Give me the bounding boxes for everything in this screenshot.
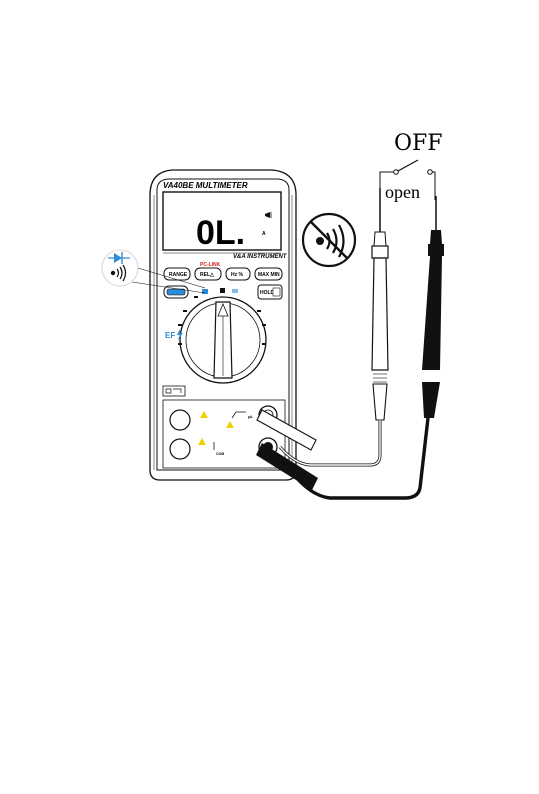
pc-link-label: PC-LINK — [200, 262, 221, 268]
rel-button[interactable]: REL△ — [195, 268, 221, 280]
ef-label: EF — [165, 331, 175, 340]
brand-label: V&A INSTRUMENT — [233, 254, 288, 260]
no-buzzer-icon — [303, 214, 355, 266]
maxmin-button-label: MAX MIN — [258, 272, 280, 278]
wire-right — [432, 172, 435, 200]
jack-com-label: COM — [216, 452, 224, 456]
pc-logo — [163, 386, 185, 396]
hz-button[interactable]: Hz % — [226, 268, 250, 280]
meter-model: VA40BE MULTIMETER — [163, 181, 248, 190]
range-button-label: RANGE — [169, 272, 188, 278]
switch-open-label: open — [385, 182, 420, 202]
range-button[interactable]: RANGE — [164, 268, 190, 280]
hold-button[interactable]: HOLD — [258, 285, 282, 299]
rotary-dial[interactable] — [180, 297, 266, 383]
maxmin-button[interactable]: MAX MIN — [255, 268, 282, 280]
lcd-unit: A — [262, 231, 266, 237]
jack-ua-label: µA — [248, 415, 253, 419]
rel-button-label: REL△ — [200, 272, 214, 278]
hz-button-label: Hz % — [231, 272, 244, 278]
select-button[interactable] — [164, 286, 188, 298]
lcd-reading: 0L. — [196, 214, 245, 252]
jack-left-bottom[interactable] — [170, 439, 190, 459]
switch-off-label: OFF — [394, 131, 443, 156]
hold-button-label: HOLD — [260, 290, 275, 296]
jack-left-top[interactable] — [170, 410, 190, 430]
multimeter: VA40BE MULTIMETER 0L. A V&A INSTRUMENT P… — [150, 170, 296, 480]
open-switch: OFF open — [380, 131, 443, 202]
